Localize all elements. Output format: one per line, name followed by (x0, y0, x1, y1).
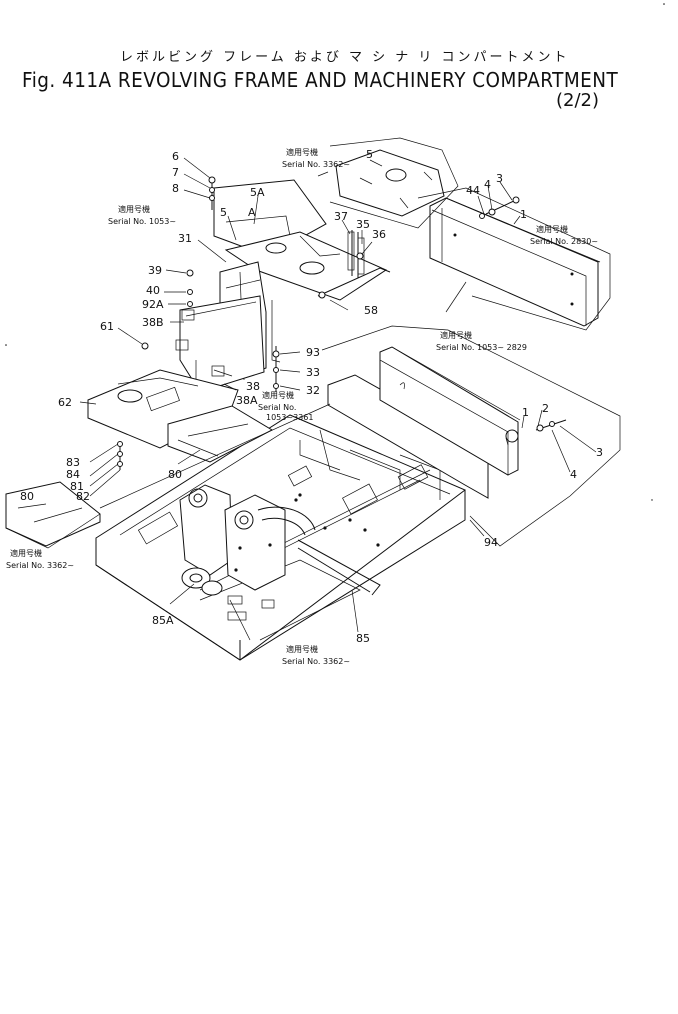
part-2: 2 (542, 402, 549, 415)
part-85: 85 (356, 632, 370, 645)
note-5-range: 1053~3361 (266, 413, 313, 422)
page-indicator: (2/2) (556, 90, 600, 111)
part-82: 82 (76, 490, 90, 503)
note-6-jp: 適用号機 (10, 548, 42, 558)
part-83: 83 (66, 456, 80, 469)
bolt-61 (141, 342, 149, 350)
part-31: 31 (178, 232, 192, 245)
note-4-jp: 適用号機 (440, 330, 472, 340)
part-80-left: 80 (20, 490, 34, 503)
part-85a: 85A (152, 614, 174, 627)
part-1-mid: 1 (522, 406, 529, 419)
part-38: 38 (246, 380, 260, 393)
part-38b: 38B (142, 316, 164, 329)
part-a: A (248, 206, 256, 219)
bracket-58 (317, 267, 391, 299)
part-6: 6 (172, 150, 179, 163)
bolt-2-3-4 (535, 419, 567, 432)
part-35: 35 (356, 218, 370, 231)
part-36: 36 (372, 228, 386, 241)
figure-title: Fig. 411A REVOLVING FRAME AND MACHINERY … (22, 68, 619, 92)
serial-boundaries (5, 137, 621, 549)
part-labels: 6 7 8 5A A 5 31 39 40 92A 38B 61 62 38 3… (20, 148, 603, 645)
part-5-top: 5 (366, 148, 373, 161)
part-44: 44 (466, 184, 480, 197)
bolt-stack-81-84-83 (117, 441, 123, 470)
note-7-sn: Serial No. 3362~ (282, 657, 350, 666)
note-3-jp: 適用号機 (536, 224, 568, 234)
part-58: 58 (364, 304, 378, 317)
revolving-frame (95, 414, 466, 661)
part-93: 93 (306, 346, 320, 359)
scan-specks (5, 3, 665, 501)
japanese-title: レボルビング フレーム および マ シ ナ リ コンパートメント (120, 50, 570, 65)
floor-plate-80-center (167, 405, 274, 463)
part-81: 81 (70, 480, 84, 493)
part-32: 32 (306, 384, 320, 397)
part-33: 33 (306, 366, 320, 379)
side-cover-upper (429, 196, 601, 327)
note-6-sn: Serial No. 3362~ (6, 561, 74, 570)
part-94: 94 (484, 536, 498, 549)
serial-notes: 適用号機 Serial No. 3362~ 適用号機 Serial No. 10… (6, 147, 598, 666)
part-8: 8 (172, 182, 179, 195)
leader-lines (79, 157, 597, 633)
filter-bracket (175, 261, 281, 393)
part-62: 62 (58, 396, 72, 409)
part-4-mid: 4 (570, 468, 577, 481)
note-1-sn: Serial No. 3362~ (282, 160, 350, 169)
note-5-jp: 適用号機 (262, 390, 294, 400)
floor-plate-80-left (5, 481, 101, 547)
note-7-jp: 適用号機 (286, 644, 318, 654)
part-4-top: 4 (484, 178, 491, 191)
part-3-top: 3 (496, 172, 503, 185)
frame-bolts (234, 493, 380, 572)
part-1-top: 1 (520, 208, 527, 221)
bolt-stack-93-33-32 (272, 346, 280, 392)
part-61: 61 (100, 320, 114, 333)
note-5-sn: Serial No. (258, 403, 296, 412)
note-1-jp: 適用号機 (286, 147, 318, 157)
top-cover-plate (335, 149, 445, 217)
note-4-sn: Serial No. 1053~ 2829 (436, 343, 527, 352)
bolt-37-35-36 (351, 230, 364, 278)
note-2-jp: 適用号機 (118, 204, 150, 214)
part-84: 84 (66, 468, 80, 481)
part-39: 39 (148, 264, 162, 277)
note-2-sn: Serial No. 1053~ (108, 217, 176, 226)
part-80-center: 80 (168, 468, 182, 481)
part-5-left: 5 (220, 206, 227, 219)
part-5a: 5A (250, 186, 265, 199)
side-cover-lower (327, 346, 521, 499)
part-7: 7 (172, 166, 179, 179)
note-3-sn: Serial No. 2830~ (530, 237, 598, 246)
bolt-stack-6-7-8 (208, 176, 216, 210)
part-3-mid: 3 (596, 446, 603, 459)
bolt-stack-39-40-92a (186, 269, 194, 307)
part-40: 40 (146, 284, 160, 297)
part-38a: 38A (236, 394, 258, 407)
part-37: 37 (334, 210, 348, 223)
part-92a: 92A (142, 298, 164, 311)
